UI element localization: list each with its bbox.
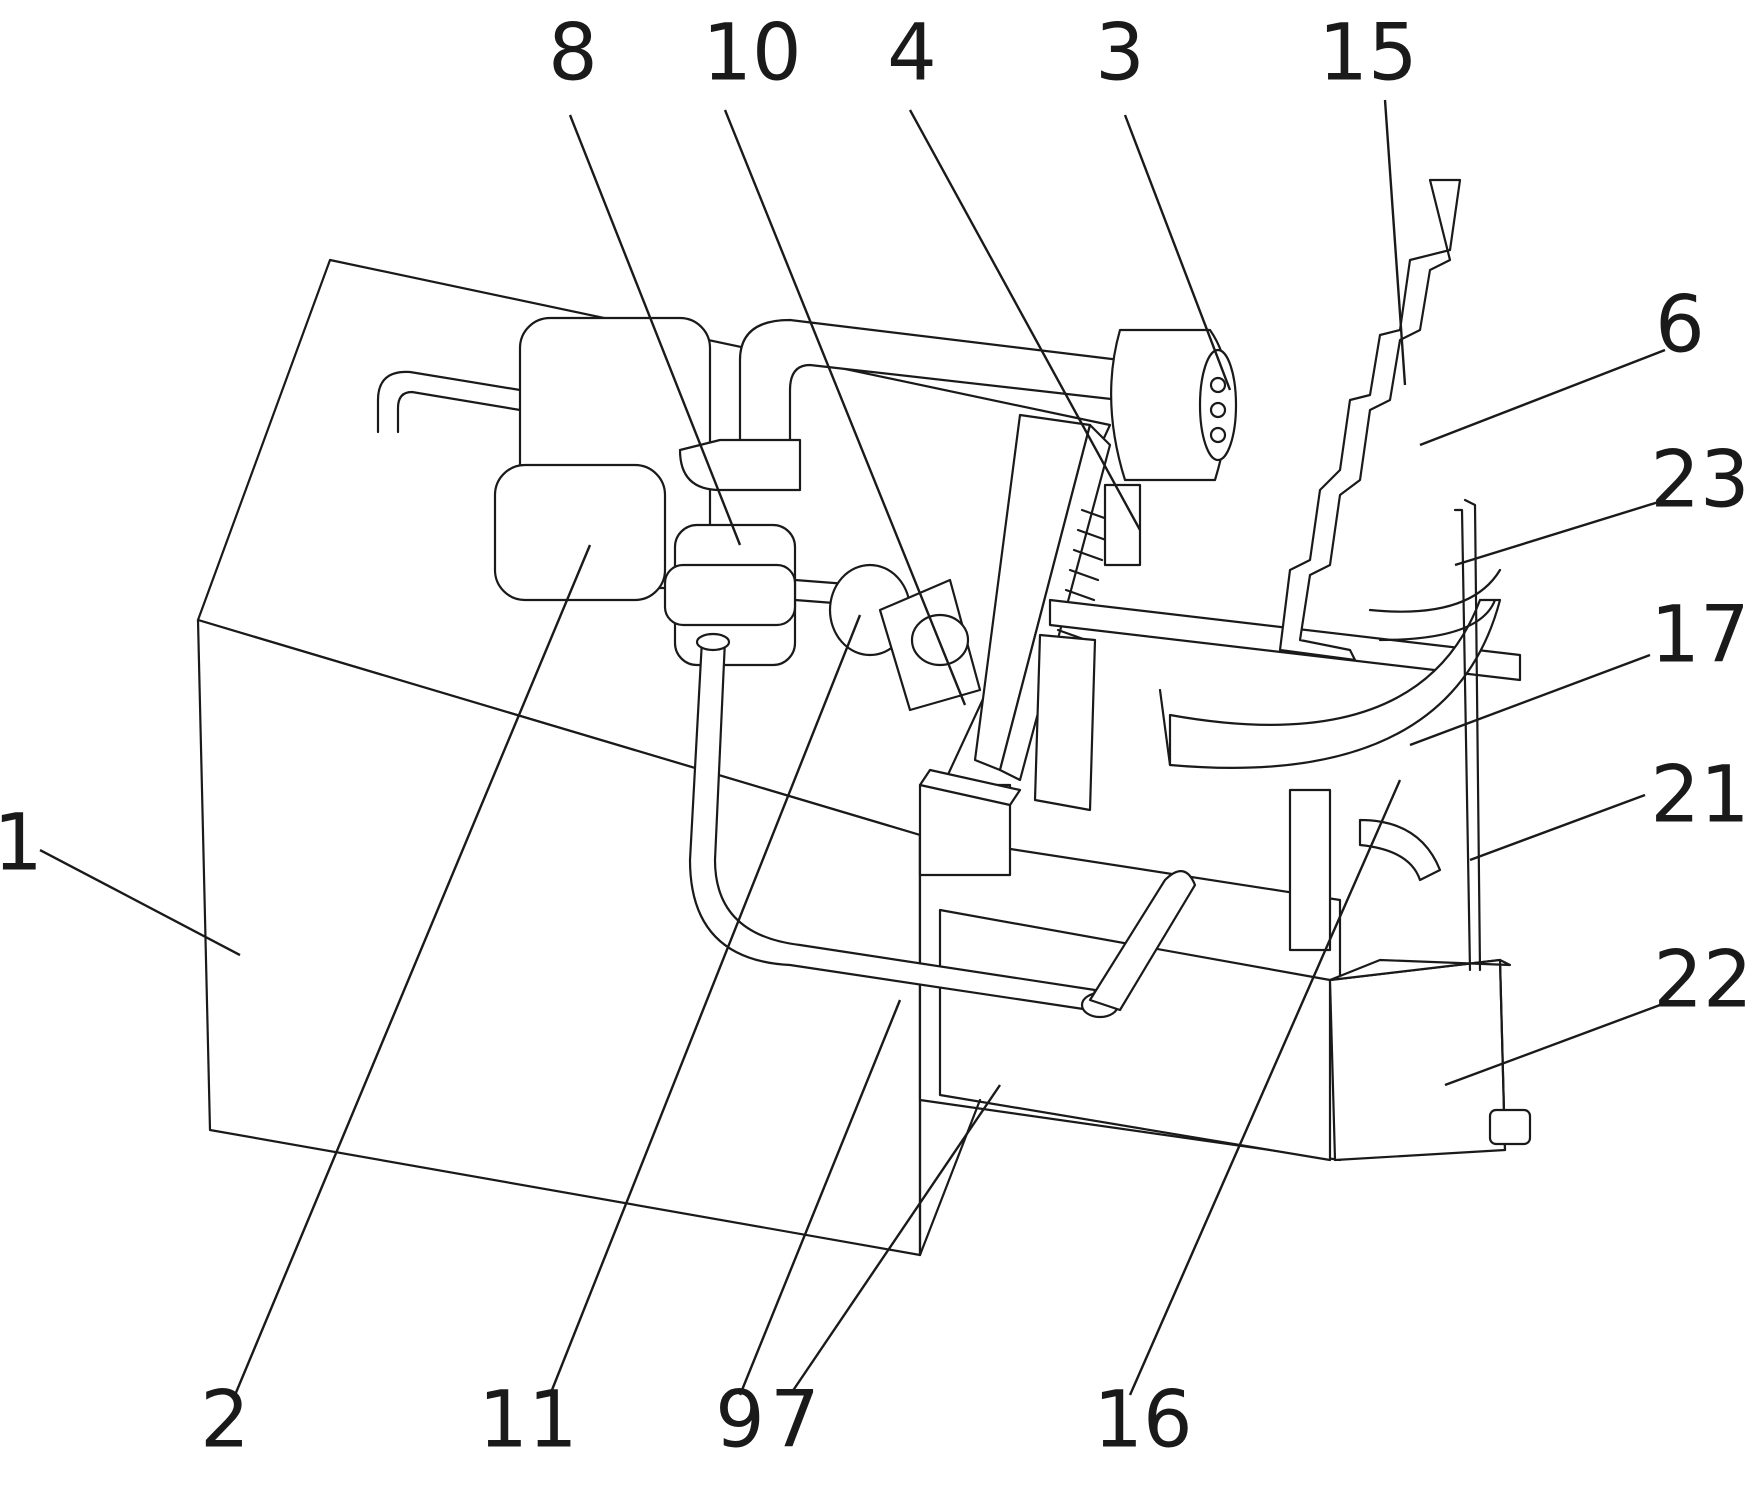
label-17: 17	[1650, 590, 1749, 680]
label-16: 16	[1093, 1375, 1192, 1465]
label-8: 8	[548, 8, 598, 98]
tray-23	[1368, 498, 1502, 972]
vertical-post	[1033, 598, 1522, 812]
label-11: 11	[478, 1375, 577, 1465]
label-6: 6	[1655, 280, 1705, 370]
guide-rail-17	[1158, 598, 1502, 769]
hook-pipe	[376, 370, 522, 434]
leader-lines	[39, 99, 1666, 1396]
label-22: 22	[1653, 935, 1752, 1025]
label-10: 10	[702, 8, 801, 98]
label-4: 4	[887, 8, 937, 98]
top-elbow-pipe	[678, 318, 1122, 492]
valve-box-8	[663, 523, 862, 667]
motor-3	[1110, 328, 1238, 482]
lower-tube-9	[688, 632, 1197, 1019]
label-21: 21	[1650, 750, 1749, 840]
label-15: 15	[1318, 8, 1417, 98]
hook-pipe-inner	[396, 390, 522, 434]
reference-numerals: 1 2 3 4 6 7 8 9 10 11 15 16 17 21 22 23	[0, 8, 1753, 1465]
label-2: 2	[200, 1375, 250, 1465]
lower-platform	[918, 833, 1342, 1257]
label-23: 23	[1650, 435, 1749, 525]
label-9: 9	[715, 1375, 765, 1465]
label-7: 7	[770, 1375, 820, 1465]
label-1: 1	[0, 798, 43, 888]
stepped-arm	[1278, 178, 1462, 662]
side-block	[1328, 958, 1532, 1162]
clamp-blocks	[918, 768, 1442, 952]
label-3: 3	[1095, 8, 1145, 98]
